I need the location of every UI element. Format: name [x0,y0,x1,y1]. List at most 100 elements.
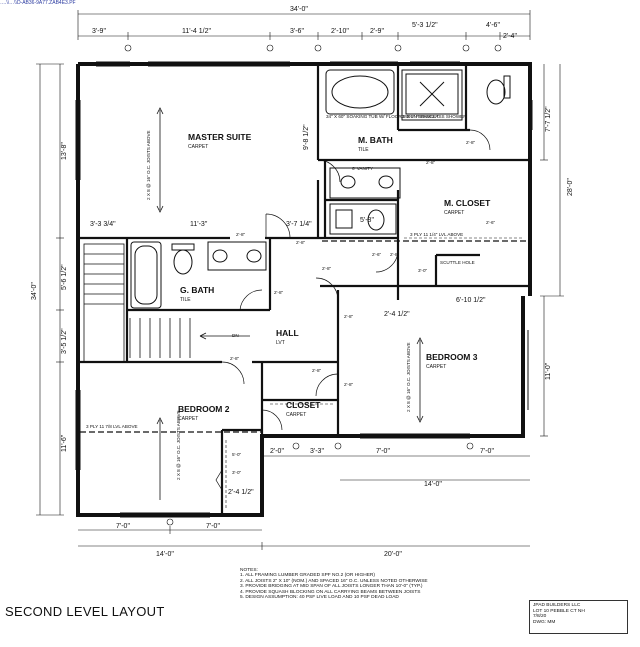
dim-right-overall: 28'-0" [567,178,574,196]
room-name-bedroom3: BEDROOM 3 [426,352,478,362]
joist-note-bedroom3: 2 X 8 @ 16" O.C. JOISTS ABOVE [406,342,411,412]
dim-lr-total: 14'-0" [424,481,442,488]
room-name-closet: CLOSET [286,400,321,410]
scuttle-note: SCUTTLE HOLE [440,260,475,265]
room-name-master-suite: MASTER SUITE [188,132,252,142]
titleblock-lot: LOT 10 PEBBLE CT NH [533,608,585,614]
g-bath-fixtures [130,241,267,309]
room-floor-m-closet: CARPET [444,210,464,216]
grid-markers [124,44,502,526]
note-line-4: 4. PROVIDE SQUASH BLOCKING ON ALL CARRYI… [240,589,421,595]
joist-arrows [156,107,424,500]
dim-lr-1: 2'-0" [270,448,284,455]
dimension-lines [39,13,561,547]
note-line-1: 1. ALL FRAMING LUMBER GRADED SPF NO.2 (O… [240,573,375,579]
dim-door-26b: 2'-6" [486,220,496,225]
titleblock-date: 7/8/20 [533,614,547,620]
dim-top-5: 2'-9" [370,28,384,35]
dim-overall-top: 34'-0" [290,6,308,13]
dim-door-b: 2'-8" [426,160,436,165]
notes-heading: NOTES: [240,568,258,573]
dim-left-overall: 34'-0" [31,282,38,300]
room-floor-closet: CARPET [286,412,306,418]
room-floor-master-suite: CARPET [188,144,208,150]
dim-door-e: 2'-8" [344,314,354,319]
dim-door-j: 2'-8" [236,232,246,237]
dim-bottom-overall-2: 20'-0" [384,551,402,558]
room-name-hall: HALL [276,328,299,338]
exterior-wall [76,62,532,517]
dim-ms-right: 3'-7 1/4" [286,221,312,228]
dim-door-f: 2'-8" [344,382,354,387]
dim-closet-1: 5'-0" [232,452,242,457]
dim-b2-closet: 2'-4 1/2" [228,489,254,496]
dim-bottom-overall-1: 14'-0" [156,551,174,558]
file-path: ….\\…\\D-AB36-9A77.ZAB4E3.PF [0,0,76,6]
dim-door-26: 2'-6" [372,252,382,257]
room-floor-g-bath: TILE [180,297,191,303]
dim-top-3: 3'-6" [290,28,304,35]
dim-top-6: 5'-3 1/2" [412,22,438,29]
dim-top-1: 3'-9" [92,28,106,35]
dim-b3-top: 2'-4 1/2" [384,311,410,318]
dim-top-8: 2'-4" [503,33,517,40]
dim-mbath-height: 9'-8 1/2" [303,124,310,150]
dim-b3-right: 6'-10 1/2" [456,297,486,304]
dim-door-h: 2'-8" [274,290,284,295]
stair-dn-label: DN [232,333,239,338]
m-bath-fixtures [325,69,511,235]
room-floor-bedroom2: CARPET [178,416,198,422]
sheet-title: SECOND LEVEL LAYOUT [5,604,165,619]
dim-closet-3: 3'-0" [418,268,428,273]
dim-door-g: 2'-8" [230,356,240,361]
dim-lr-4: 7'-0" [480,448,494,455]
beam-lines [80,240,530,433]
dim-left-3: 3'-5 1/2" [61,328,68,354]
dim-ms-left: 3'-3 3/4" [90,221,116,228]
dim-left-1: 13'-8" [61,142,68,160]
room-floor-bedroom3: CARPET [426,364,446,370]
room-floor-hall: LVT [276,340,285,346]
dim-right-1: 7'-7 1/2" [545,106,552,132]
room-name-bedroom2: BEDROOM 2 [178,404,230,414]
general-notes: NOTES: 1. ALL FRAMING LUMBER GRADED SPF … [240,568,525,600]
dim-left-4: 11'-6" [61,434,68,452]
dim-bottom-1: 7'-0" [116,523,130,530]
note-line-2: 2. ALL JOISTS 2" X 10" (NOM.) AND SPACED… [240,578,428,584]
joist-note-bedroom2: 2 X 8 @ 16" O.C. JOISTS ABOVE [176,410,181,480]
dim-closet-2: 3'-0" [232,470,242,475]
room-name-m-closet: M. CLOSET [444,198,491,208]
note-line-5: 5. DESIGN ASSUMPTION: 40 PSF LIVE LOAD A… [240,595,399,601]
dim-lr-3: 7'-0" [376,448,390,455]
dim-door-k: 2'-8" [312,368,322,373]
dim-lr-2: 3'-3" [310,448,324,455]
dim-left-2: 5'-6 1/2" [61,264,68,290]
beam-note-lower: 3 PLY 11 7/8 LVL ABOVE [86,424,138,429]
room-name-g-bath: G. BATH [180,285,214,295]
joist-note-master: 2 X 8 @ 16" O.C. JOISTS ABOVE [146,130,151,200]
dim-door-d: 2'-8" [322,266,332,271]
titleblock-company: JPAD BUILDERS LLC [533,603,581,608]
dim-top-4: 2'-10" [331,28,349,35]
note-line-3: 3. PROVIDE BRIDGING AT MID SPAN OF ALL J… [240,584,423,590]
door-swings [215,129,491,491]
room-floor-m-bath: TILE [358,147,369,153]
windows [75,61,533,518]
dim-ms-width: 11'-3" [190,221,208,228]
tub-note: 34" X 60" SOAKING TUB W/ FLOOR MOUNT FAU… [326,114,439,119]
dim-top-2: 11'-4 1/2" [182,28,212,35]
dim-door-i: 2'-8" [390,252,400,257]
closet-shelving [225,237,522,510]
dim-vanity-width: 5'-8" [360,217,374,224]
room-name-m-bath: M. BATH [358,135,393,145]
title-block: JPAD BUILDERS LLC LOT 10 PEBBLE CT NH 7/… [529,600,628,634]
dim-door-a: 2'-8" [296,240,306,245]
stairs [83,243,250,363]
dim-bottom-2: 7'-0" [206,523,220,530]
titleblock-dwg: DWG: MM [533,619,556,625]
dim-right-2: 11'-0" [545,362,552,380]
dim-door-c: 2'-8" [466,140,476,145]
vanity-note: 6' VANITY [352,166,373,171]
dim-top-7: 4'-6" [486,22,500,29]
